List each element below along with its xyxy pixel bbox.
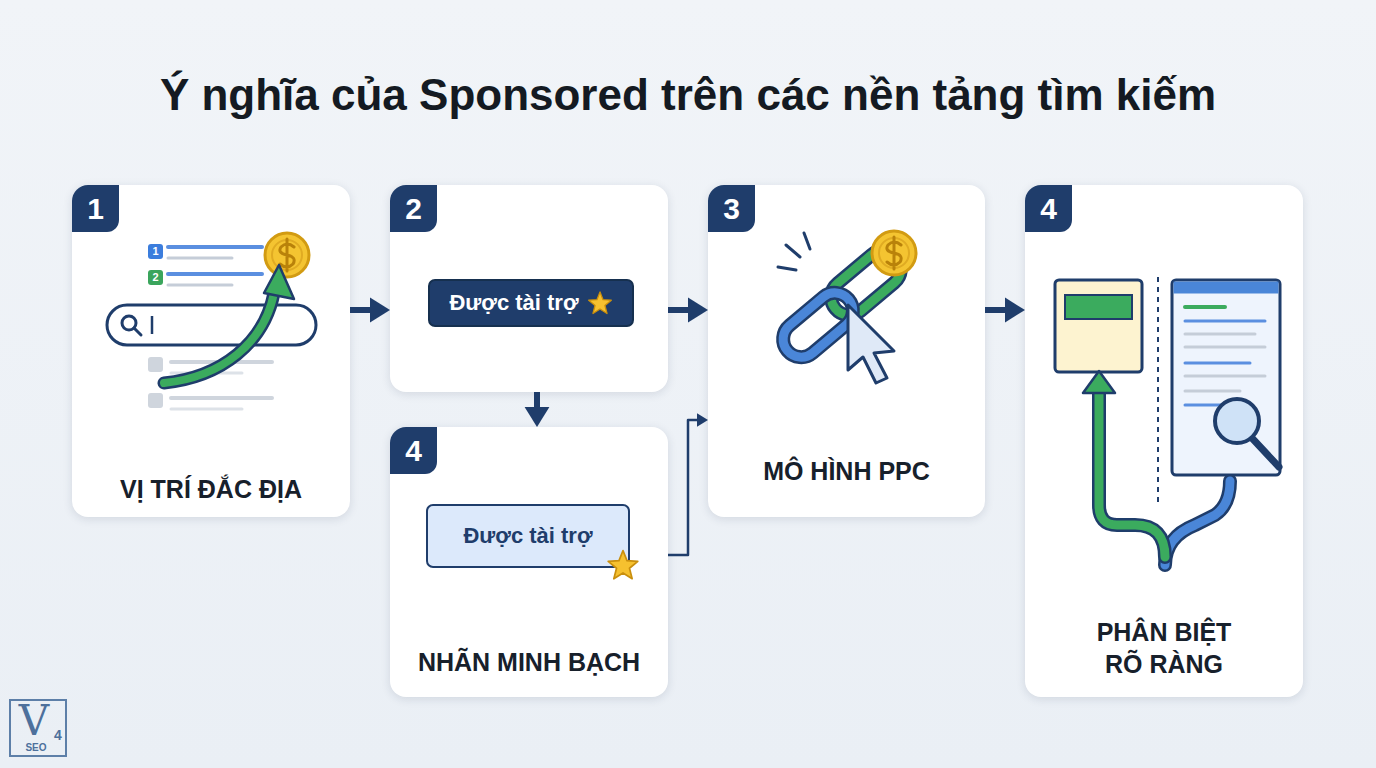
flow-arrow: [668, 413, 708, 555]
step-card: 2Được tài trợ: [390, 185, 668, 392]
star-shape: [588, 292, 611, 314]
tag-text: Được tài trợ: [449, 290, 578, 316]
step-caption: NHÃN MINH BẠCH: [400, 646, 658, 678]
step-card: 4NHÃN MINH BẠCH Được tài trợ: [390, 427, 668, 697]
logo-mark: V: [14, 698, 54, 744]
arrow-line: [668, 420, 699, 555]
rank-number: 1: [148, 244, 163, 259]
star-shape: [608, 551, 638, 579]
star-icon: [587, 290, 613, 316]
logo-mark: SEO: [16, 741, 56, 754]
step-card: 1 VỊ TRÍ ĐẮC ĐỊA: [72, 185, 350, 517]
flow-arrow: [525, 392, 550, 427]
star-icon: [606, 548, 640, 582]
arrow-line: [668, 307, 692, 313]
tag-text: Được tài trợ: [463, 523, 592, 549]
step-number: 3: [708, 185, 755, 232]
step-caption: VỊ TRÍ ĐẮC ĐỊA: [82, 473, 340, 505]
flow-arrow: [350, 298, 390, 323]
flow-arrow: [668, 298, 708, 323]
step-number: 4: [390, 427, 437, 474]
arrow-line: [985, 307, 1009, 313]
step-caption: MÔ HÌNH PPC: [718, 455, 975, 487]
logo-mark: 4: [51, 727, 65, 743]
step-number: 2: [390, 185, 437, 232]
arrow-line: [350, 307, 374, 313]
step-number: 4: [1025, 185, 1072, 232]
arrow-head: [525, 407, 550, 427]
arrow-head: [370, 298, 390, 323]
sponsored-tag: Được tài trợ: [428, 279, 634, 327]
flow-arrow: [985, 298, 1025, 323]
arrow-head: [697, 413, 708, 427]
arrow-head: [1005, 298, 1025, 323]
step-card: 4PHÂN BIỆT RÕ RÀNG: [1025, 185, 1303, 697]
arrow-line: [534, 392, 540, 411]
step-number: 1: [72, 185, 119, 232]
step-caption: PHÂN BIỆT RÕ RÀNG: [1079, 616, 1249, 680]
step-card: 3 MÔ HÌNH PPC: [708, 185, 985, 517]
sponsored-tag: Được tài trợ: [426, 504, 630, 568]
arrow-head: [688, 298, 708, 323]
diagram-title: Ý nghĩa của Sponsored trên các nền tảng …: [0, 70, 1376, 120]
rank-number: 2: [148, 270, 163, 285]
